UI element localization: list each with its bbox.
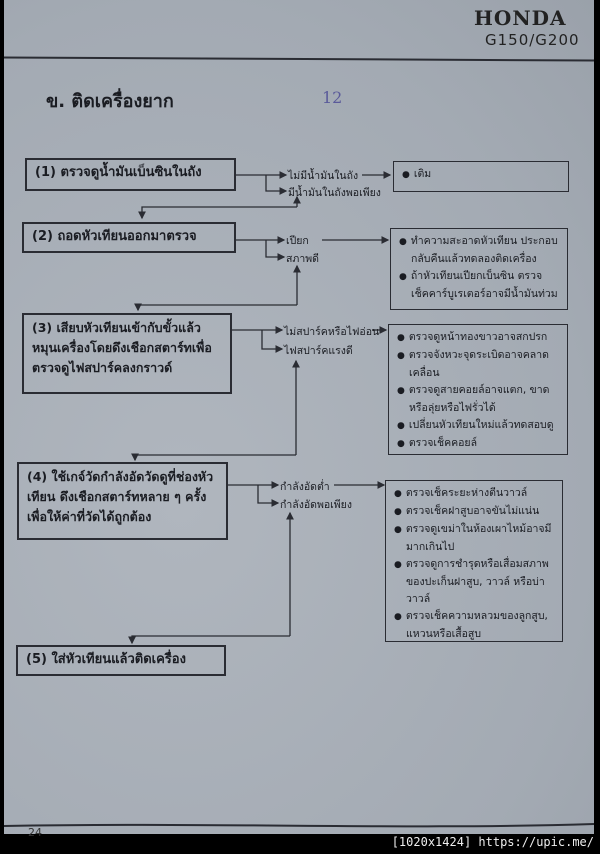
honda-logo: HONDA (474, 6, 567, 30)
step-3-branch-spark-ok: ไฟสปาร์คแรงดี (284, 345, 353, 357)
step-3-remedy-box: ตรวจดูหน้าทองขาวอาจสกปรก ตรวจจังหวะจุดระ… (388, 324, 568, 455)
step-1-remedy-box: เติม (393, 161, 569, 192)
step-2-branch-wet: เปียก (286, 235, 309, 247)
remedy-item: เปลี่ยนหัวเทียนใหม่แล้วทดสอบดู (397, 417, 559, 435)
step-3-branch-no-spark: ไม่สปาร์คหรือไฟอ่อน (284, 326, 380, 338)
page-number: 24 (28, 826, 42, 839)
step-4-branch-ok: กำลังอัดพอเพียง (280, 499, 352, 511)
step-1-box: (1) ตรวจดูน้ำมันเบ็นซินในถัง (25, 158, 236, 191)
remedy-item: ตรวจเช็คระยะห่างตีนวาวล์ (394, 485, 554, 503)
remedy-item: ตรวจเช็คความหลวมของลูกสูบ, แหวนหรือเสื้อ… (394, 608, 554, 643)
handwritten-note: 12 (322, 88, 343, 107)
remedy-item: ถ้าหัวเทียนเปียกเบ็นซิน ตรวจเช็คคาร์บูเร… (399, 268, 559, 303)
step-2-branch-good: สภาพดี (286, 253, 319, 265)
remedy-item: ตรวจเช็คคอยล์ (397, 435, 559, 453)
flow-connectors (4, 171, 594, 828)
remedy-item: ตรวจดูเขม่าในห้องเผาไหม้อาจมีมากเกินไป (394, 521, 554, 556)
step-4-branch-low: กำลังอัดต่ำ (280, 481, 330, 493)
remedy-item: ตรวจดูการชำรุดหรือเสื่อมสภาพของปะเก็นฝาส… (394, 556, 554, 608)
remedy-item: ตรวจเช็คฝาสูบอาจขันไม่แน่น (394, 503, 554, 521)
model-label: G150/G200 (485, 31, 580, 49)
remedy-item: ทำความสะอาดหัวเทียน ประกอบกลับคืนแล้วทดล… (399, 233, 559, 268)
step-4-remedy-box: ตรวจเช็คระยะห่างตีนวาวล์ ตรวจเช็คฝาสูบอา… (385, 480, 563, 642)
step-3-box: (3) เสียบหัวเทียนเข้ากับขั้วแล้วหมุนเครื… (22, 313, 232, 394)
section-title: ข. ติดเครื่องยาก (46, 91, 174, 112)
step-1-branch-fuel-ok: มีน้ำมันในถังพอเพียง (288, 187, 381, 199)
step-4-box: (4) ใช้เกจ์วัดกำลังอัดวัดดูที่ช่องหัวเที… (17, 462, 228, 540)
remedy-item: ตรวจดูสายคอยล์อาจแตก, ขาด หรือลุ่ยหรือไฟ… (397, 382, 559, 417)
step-2-box: (2) ถอดหัวเทียนออกมาตรวจ (22, 222, 236, 253)
remedy-item: เติม (402, 166, 560, 184)
manual-page: HONDA G150/G200 ข. ติดเครื่องยาก 12 ( (3, 0, 595, 839)
remedy-item: ตรวจจังหวะจุดระเบิดอาจคลาดเคลื่อน (397, 347, 559, 382)
remedy-item: ตรวจดูหน้าทองขาวอาจสกปรก (397, 329, 559, 347)
step-2-remedy-box: ทำความสะอาดหัวเทียน ประกอบกลับคืนแล้วทดล… (390, 228, 568, 310)
watermark: [1020x1424] https://upic.me/ (391, 835, 594, 849)
step-5-box: (5) ใส่หัวเทียนแล้วติดเครื่อง (16, 645, 226, 676)
step-1-branch-no-fuel: ไม่มีน้ำมันในถัง (288, 170, 359, 182)
